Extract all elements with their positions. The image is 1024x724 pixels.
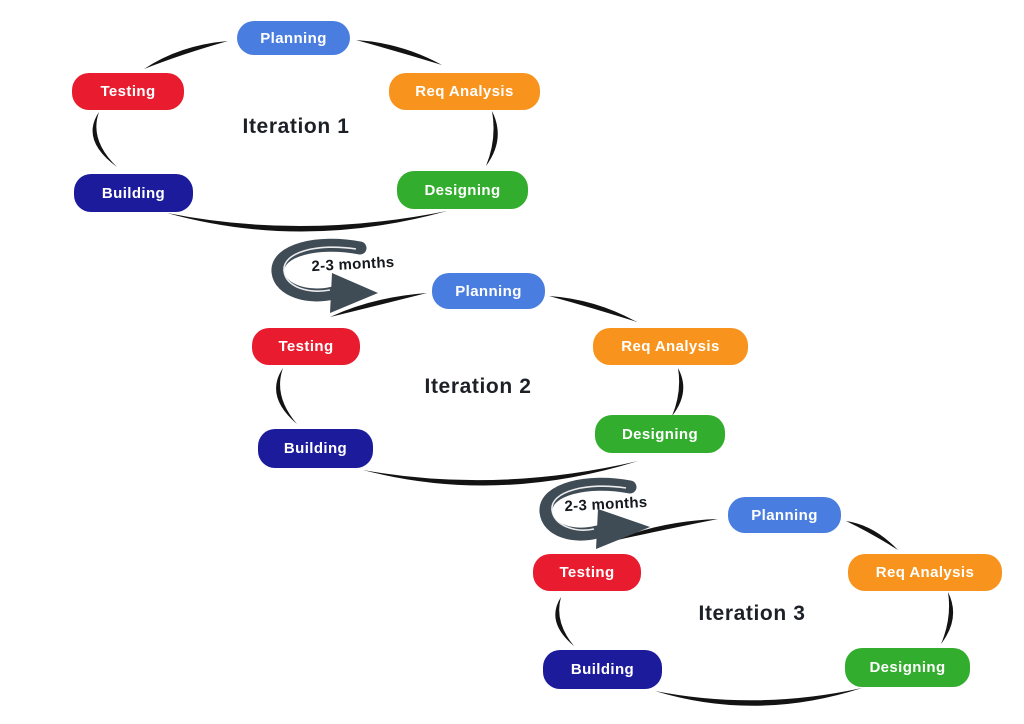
stage-testing-iter3: Testing xyxy=(533,554,641,591)
cycle1-arc-planning-to-req xyxy=(356,40,442,65)
stage-designing-iter2: Designing xyxy=(595,415,725,453)
stage-req-analysis-iter2: Req Analysis xyxy=(593,328,748,365)
stage-req-analysis-iter3: Req Analysis xyxy=(848,554,1002,591)
transition-1-label: 2-3 months xyxy=(311,253,395,276)
cycle1-arc-building-to-testing xyxy=(92,112,117,167)
cycle2-arc-arrow-to-planning xyxy=(330,293,427,317)
stage-testing-iter1: Testing xyxy=(72,73,184,110)
stage-req-analysis-iter1: Req Analysis xyxy=(389,73,540,110)
stage-planning-iter2: Planning xyxy=(432,273,545,309)
stage-building-iter1: Building xyxy=(74,174,193,212)
stage-planning-iter3: Planning xyxy=(728,497,841,533)
iteration-2-label: Iteration 2 xyxy=(424,375,532,398)
cycle2-arc-planning-to-req xyxy=(549,296,637,322)
cycle3-arc-planning-to-req xyxy=(846,521,898,550)
cycle3-arc-req-to-designing xyxy=(941,592,954,644)
iteration-3-label: Iteration 3 xyxy=(698,602,806,625)
cycle3-arc-building-to-testing xyxy=(555,597,574,646)
cycle1-arc-testing-to-planning xyxy=(144,41,228,69)
cycle1-arc-req-to-designing xyxy=(486,111,498,166)
stage-testing-iter2: Testing xyxy=(252,328,360,365)
transition-arrow-1-head xyxy=(330,273,378,313)
cycle2-arc-designing-to-building xyxy=(363,461,638,486)
stage-designing-iter1: Designing xyxy=(397,171,528,209)
transition-2-label: 2-3 months xyxy=(564,493,648,516)
iteration-1-label: Iteration 1 xyxy=(242,115,350,138)
cycle3-arc-designing-to-building xyxy=(655,688,862,706)
cycle1-arc-designing-to-building xyxy=(167,211,447,232)
stage-building-iter2: Building xyxy=(258,429,373,468)
stage-building-iter3: Building xyxy=(543,650,662,689)
cycle2-arc-building-to-testing xyxy=(276,368,297,424)
transition-arrow-2-head xyxy=(596,509,650,549)
cycle2-arc-req-to-designing xyxy=(672,368,684,416)
stage-planning-iter1: Planning xyxy=(237,21,350,55)
cycle3-arc-arrow-to-planning xyxy=(613,519,718,541)
stage-designing-iter3: Designing xyxy=(845,648,970,687)
